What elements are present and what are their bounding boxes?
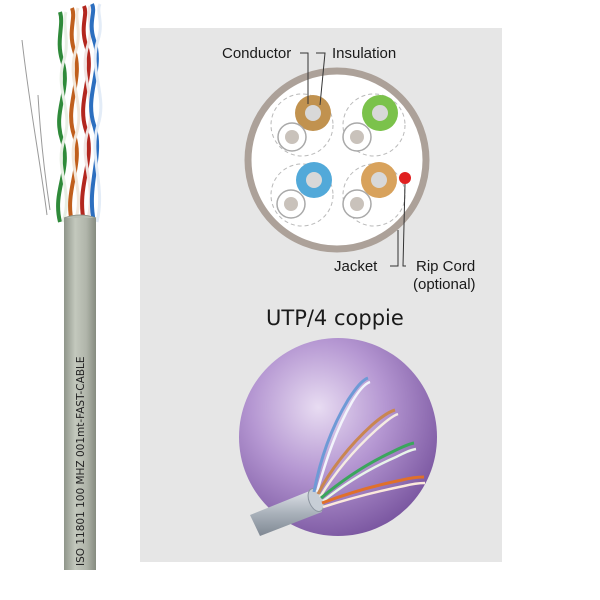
leader-lines [300, 52, 406, 267]
cable-photo-vertical: ISO 11801 100 MHZ 001mt-FAST-CABLE [21, 3, 103, 570]
cable-print-text: ISO 11801 100 MHZ 001mt-FAST-CABLE [75, 356, 87, 566]
pair-green [342, 95, 398, 152]
pair-blue [276, 162, 332, 219]
label-rip-cord: Rip Cord [416, 258, 475, 275]
pair-brown [277, 95, 331, 152]
pair-orange [342, 162, 397, 219]
label-insulation: Insulation [332, 45, 396, 62]
jacket-ring [244, 67, 430, 253]
label-rip-cord-note: (optional) [413, 276, 476, 293]
label-conductor: Conductor [222, 45, 291, 62]
cable-photo-circle [239, 338, 437, 536]
cable-cross-section: Conductor Insulation Jacket Rip Cord (op… [222, 45, 476, 293]
diagram-title: UTP/4 coppie [266, 306, 404, 330]
rip-cord-dot [399, 172, 411, 184]
label-jacket: Jacket [334, 258, 378, 275]
